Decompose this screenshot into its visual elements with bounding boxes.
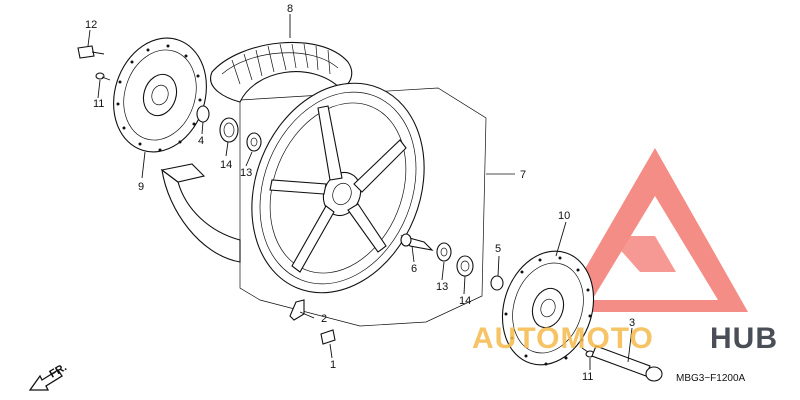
callout-labels: 12 11 8 4 14 13 9 7 10 5 6 13 14 2 1 3 1… bbox=[85, 3, 635, 383]
watermark-text-automoto: AUTOMOTO bbox=[472, 322, 654, 355]
watermark-triangle-icon bbox=[560, 148, 748, 312]
callout-4: 4 bbox=[198, 135, 204, 147]
callout-13-right: 13 bbox=[436, 281, 448, 293]
callout-9: 9 bbox=[138, 181, 144, 193]
wheel-assembly-outline bbox=[239, 87, 487, 327]
axle-3 bbox=[591, 345, 663, 382]
callout-14-right: 14 bbox=[459, 295, 471, 307]
leader-lines bbox=[87, 14, 633, 370]
wheel-rim bbox=[251, 82, 425, 294]
direction-label: FR. bbox=[48, 361, 69, 380]
callout-2: 2 bbox=[321, 313, 327, 325]
callout-10: 10 bbox=[558, 210, 570, 222]
bearing-13-left bbox=[246, 132, 262, 152]
callout-1: 1 bbox=[330, 359, 336, 371]
watermark-wordmark: AUTOMOTO HUB bbox=[472, 322, 778, 355]
callout-12: 12 bbox=[85, 19, 97, 31]
callout-5: 5 bbox=[495, 243, 501, 255]
distance-collar-6 bbox=[400, 233, 434, 251]
dust-seal-14-left bbox=[219, 117, 239, 143]
left-brake-disc bbox=[113, 37, 207, 153]
watermark-logo bbox=[560, 148, 748, 312]
screw-11-top bbox=[95, 72, 111, 81]
bolt-12 bbox=[77, 45, 105, 59]
front-direction-arrow: FR. bbox=[28, 361, 69, 391]
collar-5 bbox=[490, 275, 504, 291]
callout-14-left: 14 bbox=[220, 159, 232, 171]
callout-3: 3 bbox=[629, 317, 635, 329]
valve-2 bbox=[289, 299, 305, 321]
right-brake-disc bbox=[501, 250, 595, 366]
callout-7: 7 bbox=[520, 169, 526, 181]
bearing-13-right bbox=[436, 242, 452, 262]
tire bbox=[210, 42, 353, 103]
callout-13-left: 13 bbox=[240, 167, 252, 179]
collar-4 bbox=[196, 105, 210, 123]
diagram-code: MBG3−F1200A bbox=[676, 373, 746, 384]
callout-11-bottom: 11 bbox=[582, 371, 593, 383]
callout-8: 8 bbox=[287, 3, 293, 15]
valve-cap-1 bbox=[320, 329, 336, 345]
dust-seal-14-right bbox=[456, 255, 474, 277]
watermark-text-hub: HUB bbox=[710, 322, 778, 355]
arrow-left-down-icon bbox=[28, 369, 63, 391]
callout-6: 6 bbox=[411, 263, 417, 275]
fender-shell bbox=[160, 163, 241, 263]
callout-11-top: 11 bbox=[93, 98, 104, 110]
